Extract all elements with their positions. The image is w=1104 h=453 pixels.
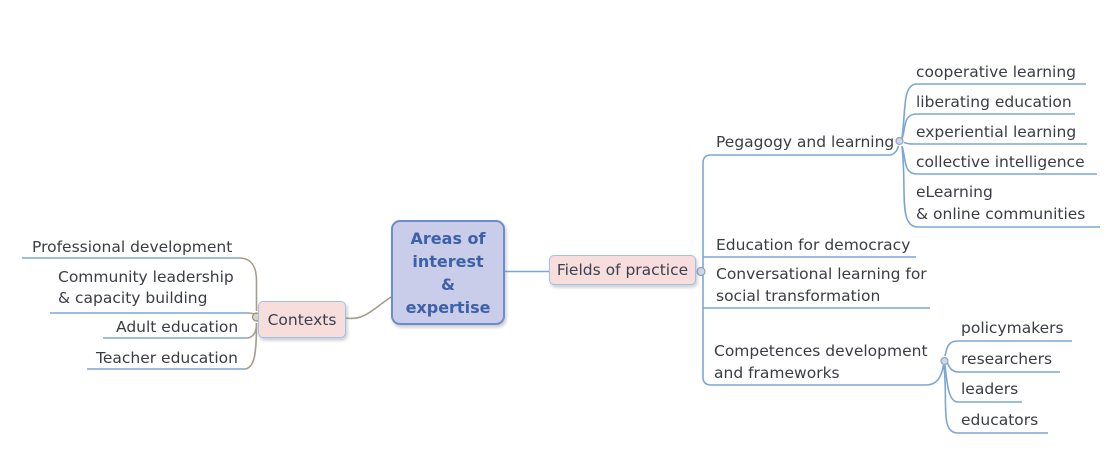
connector-leaders: [944, 364, 1022, 403]
node-policymakers[interactable]: policymakers: [961, 319, 1064, 337]
node-adult-education[interactable]: Adult education: [116, 318, 239, 336]
node-fields-of-practice[interactable]: Fields of practice: [549, 255, 696, 285]
connector-elearning: [901, 146, 1100, 228]
junction-dot-fields[interactable]: [696, 266, 706, 277]
root-node[interactable]: Areas of interest & expertise: [391, 220, 505, 325]
node-professional-development[interactable]: Professional development: [32, 238, 233, 256]
connector-educators: [943, 365, 1048, 434]
connector-contexts-to-root: [345, 296, 392, 320]
node-leaders[interactable]: leaders: [961, 380, 1019, 398]
node-elearning-online-communities[interactable]: eLearning & online communities: [916, 183, 1086, 223]
node-collective-intelligence[interactable]: collective intelligence: [916, 153, 1085, 171]
node-education-for-democracy[interactable]: Education for democracy: [716, 236, 911, 254]
node-competences-development[interactable]: Competences development and frameworks: [714, 342, 928, 382]
junction-dot-competences[interactable]: [940, 356, 949, 366]
connector-cooperative-learning: [901, 83, 1086, 138]
node-community-leadership[interactable]: Community leadership & capacity building: [58, 268, 234, 307]
node-teacher-education[interactable]: Teacher education: [96, 349, 238, 367]
node-experiential-learning[interactable]: experiential learning: [916, 123, 1077, 141]
node-educators[interactable]: educators: [961, 411, 1039, 429]
connector-teacher-education: [243, 322, 258, 370]
node-pedagogy-and-learning[interactable]: Pegagogy and learning: [716, 133, 895, 151]
connector-pedagogy-hook: [890, 145, 900, 156]
node-liberating-education[interactable]: liberating education: [916, 93, 1072, 111]
connector-fields-bracket: [702, 154, 945, 386]
connector-experiential-learning: [903, 141, 1087, 145]
node-researchers[interactable]: researchers: [961, 350, 1053, 368]
connector-adult-education: [245, 322, 258, 339]
connector-policymakers: [944, 340, 1072, 357]
connector-professional-development: [239, 257, 258, 311]
node-contexts[interactable]: Contexts: [258, 301, 346, 338]
junction-dot-pedagogy[interactable]: [895, 136, 904, 146]
connector-liberating-education: [901, 113, 1075, 140]
node-conversational-learning[interactable]: Conversational learning for social trans…: [716, 265, 927, 305]
node-cooperative-learning[interactable]: cooperative learning: [916, 63, 1076, 81]
